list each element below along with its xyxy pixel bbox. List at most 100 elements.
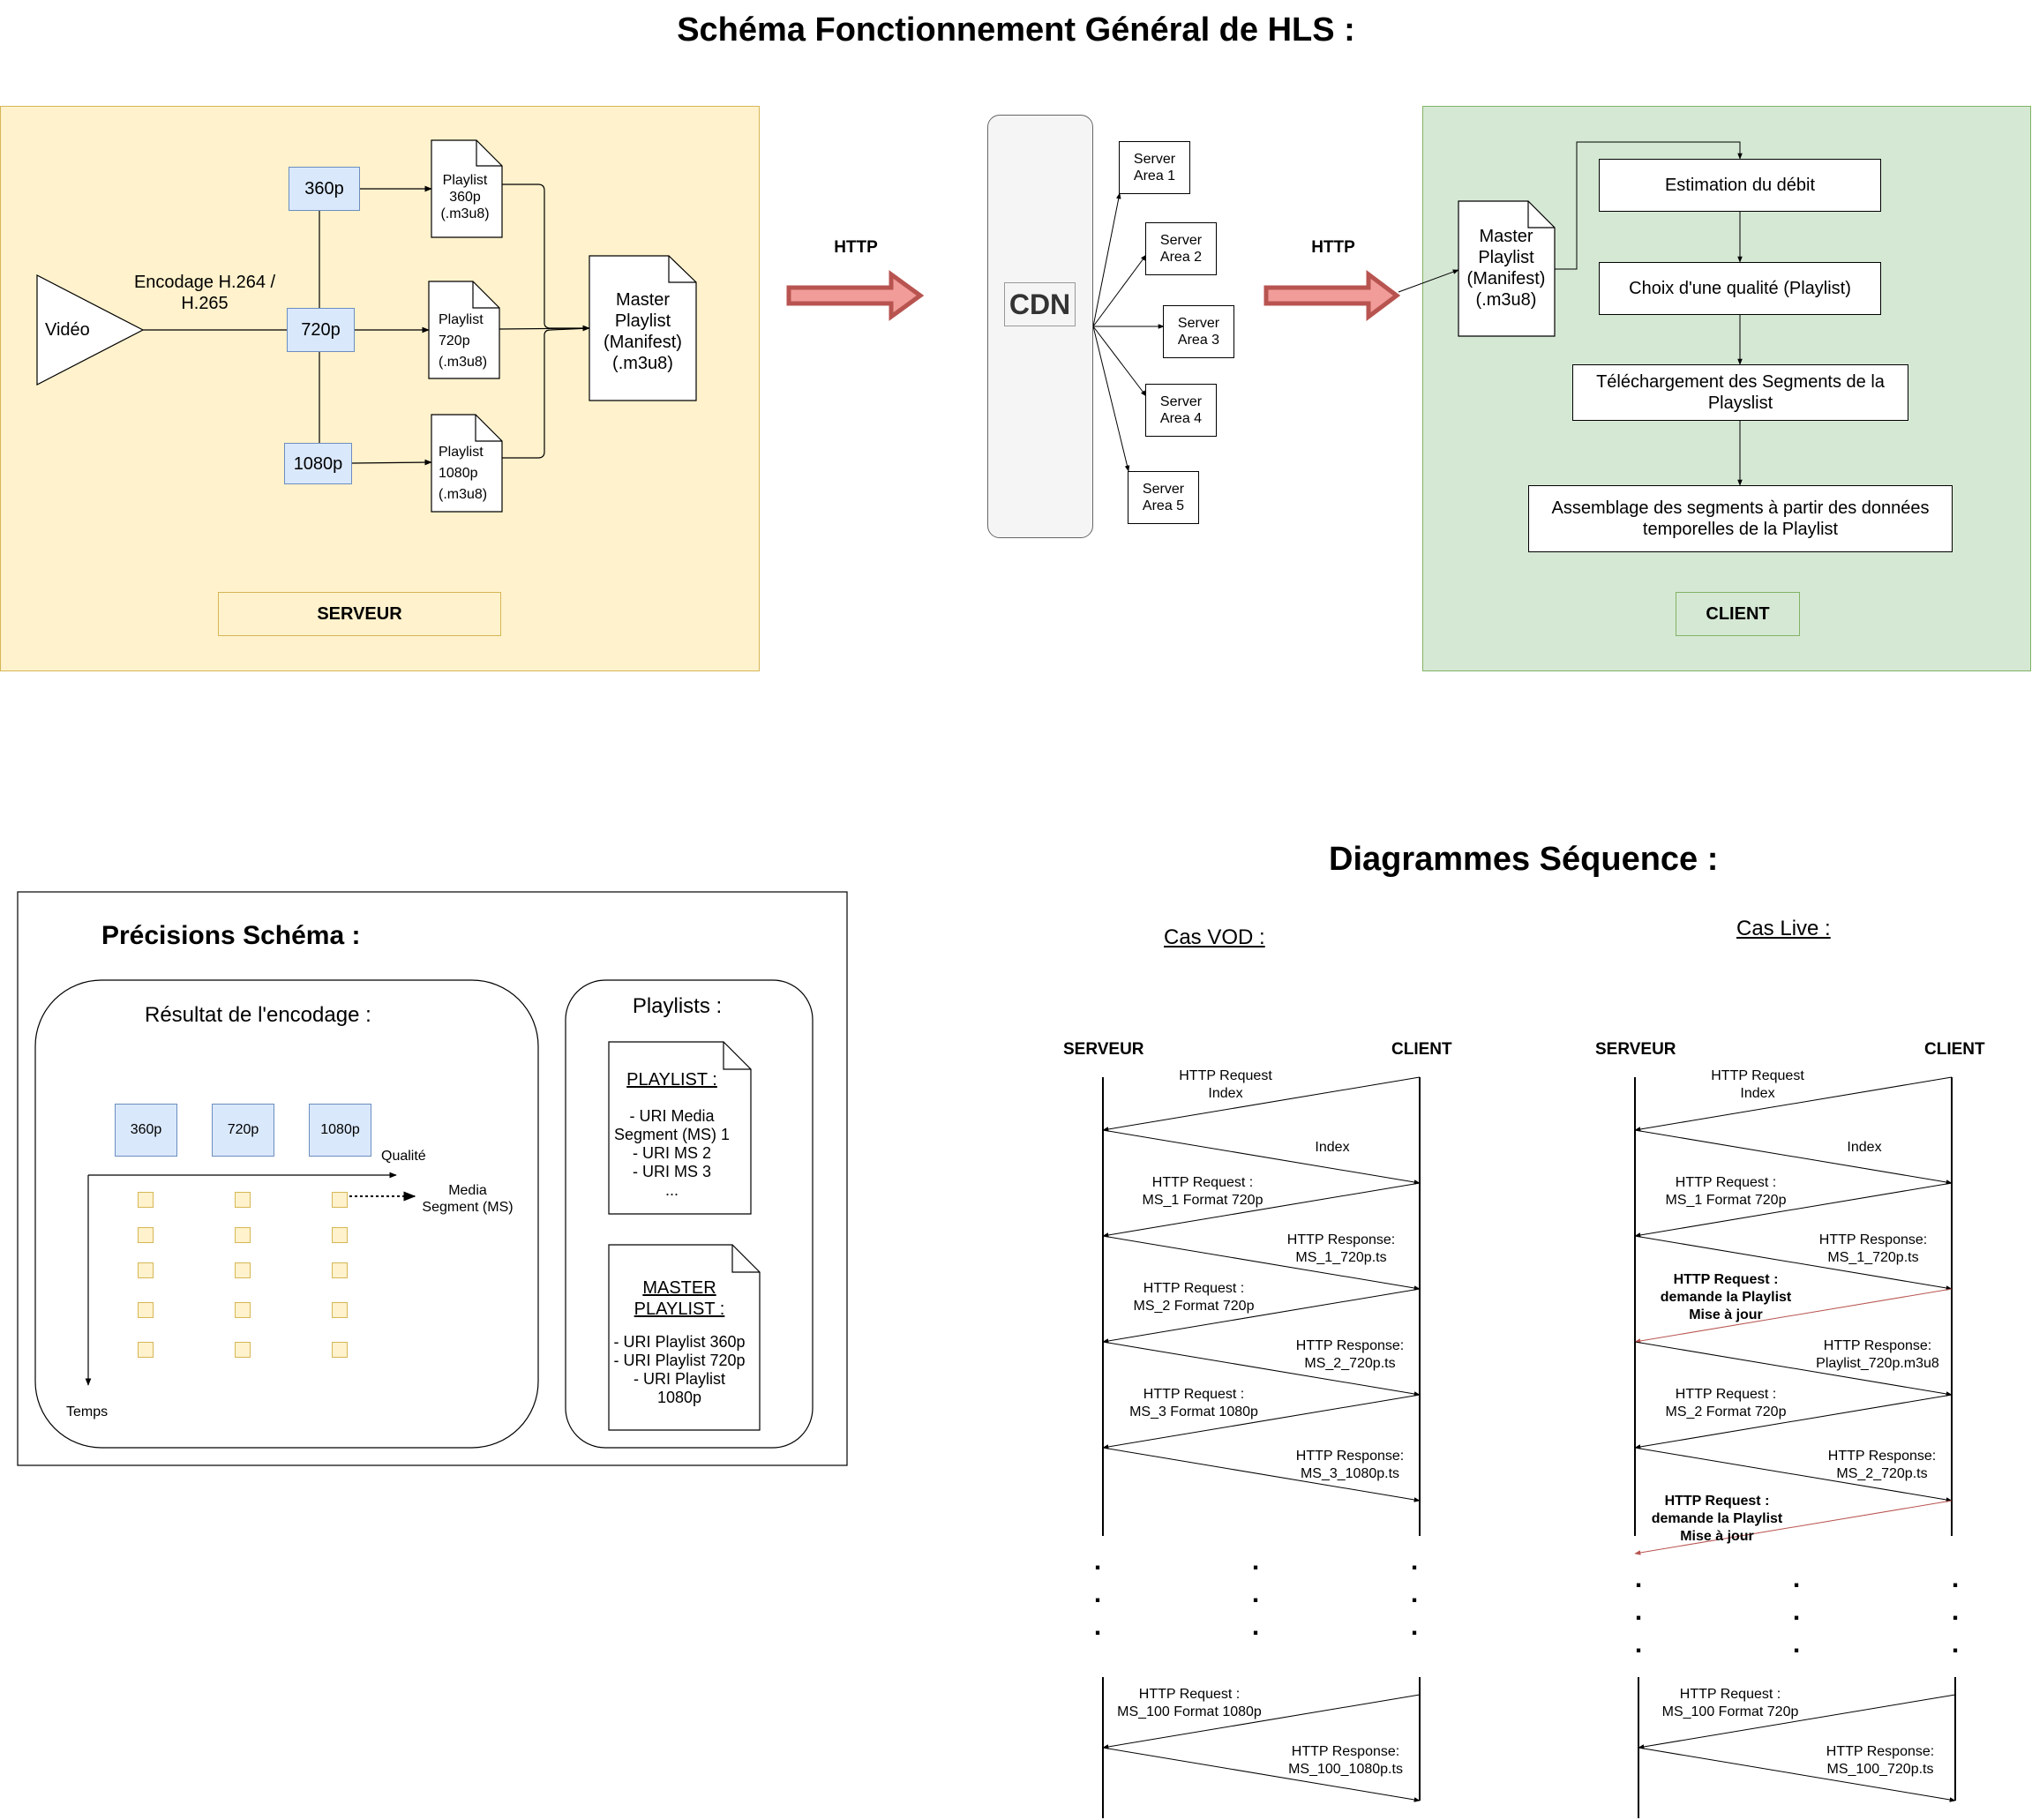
server-area-4: Server Area 4 bbox=[1145, 384, 1217, 437]
encoding-label: Encodage H.264 / H.265 bbox=[133, 273, 276, 313]
master-doc-body: - URI Playlist 360p - URI Playlist 720p … bbox=[613, 1333, 746, 1406]
server-area-5: Server Area 5 bbox=[1128, 471, 1199, 524]
live-msg-9: HTTP Request : demande la Playlist Mise … bbox=[1651, 1494, 1783, 1544]
vod-msg-final-1: HTTP Request : MS_100 Format 1080p bbox=[1117, 1687, 1262, 1719]
master-playlist-label: Master Playlist (Manifest) (.m3u8) bbox=[604, 290, 682, 373]
media-segment-label: Media Segment (MS) bbox=[422, 1183, 514, 1216]
vod-server-label: SERVEUR bbox=[1063, 1040, 1144, 1059]
precision-quality-720p: 720p bbox=[212, 1104, 274, 1157]
vod-subtitle: Cas VOD : bbox=[1164, 925, 1265, 949]
cdn-cylinder bbox=[987, 115, 1093, 538]
live-msg-3: HTTP Request : MS_1 Format 720p bbox=[1665, 1175, 1787, 1208]
precisions-frame bbox=[17, 891, 848, 1466]
client-step-segment-download: Téléchargement des Segments de la Playsl… bbox=[1572, 364, 1908, 421]
live-ellipsis-server: . . . bbox=[1634, 1564, 1643, 1659]
live-msg-1: HTTP Request Index bbox=[1711, 1068, 1804, 1101]
live-msg-2: Index bbox=[1847, 1140, 1882, 1155]
client-step-bitrate-estimation: Estimation du débit bbox=[1599, 159, 1881, 212]
quality-1080p: 1080p bbox=[284, 443, 352, 484]
cdn-label: CDN bbox=[1004, 282, 1076, 326]
vod-msg-8: HTTP Response: MS_3_1080p.ts bbox=[1295, 1449, 1405, 1481]
vod-msg-5: HTTP Request : MS_2 Format 720p bbox=[1133, 1281, 1255, 1314]
playlist-360-doc bbox=[431, 139, 503, 238]
quality-360p: 360p bbox=[289, 167, 360, 211]
vod-msg-4: HTTP Response: MS_1_720p.ts bbox=[1286, 1232, 1396, 1265]
live-msg-final-2: HTTP Response: MS_100_720p.ts bbox=[1826, 1744, 1935, 1777]
vod-client-label: CLIENT bbox=[1391, 1040, 1452, 1059]
server-area-1: Server Area 1 bbox=[1119, 141, 1190, 194]
sequence-title: Diagrammes Séquence : bbox=[1329, 841, 1719, 878]
playlists-title: Playlists : bbox=[632, 994, 723, 1018]
media-segment bbox=[332, 1302, 348, 1318]
vod-ellipsis-middle: . . . bbox=[1251, 1547, 1260, 1641]
vod-msg-2: Index bbox=[1315, 1140, 1350, 1155]
media-segment bbox=[332, 1227, 348, 1243]
playlist-doc-title: PLAYLIST : bbox=[626, 1070, 717, 1090]
vod-sequence-lines bbox=[1102, 1076, 1421, 1818]
master-doc-title: MASTER PLAYLIST : bbox=[634, 1278, 725, 1319]
playlists-frame bbox=[565, 979, 814, 1449]
http-label-2: HTTP bbox=[1311, 238, 1355, 257]
server-label: SERVEUR bbox=[218, 592, 501, 636]
media-segment bbox=[235, 1192, 251, 1208]
quality-axis-label: Qualité bbox=[381, 1149, 426, 1164]
video-triangle bbox=[36, 274, 145, 386]
master-doc bbox=[608, 1244, 761, 1431]
time-axis-label: Temps bbox=[66, 1404, 109, 1419]
media-segment bbox=[235, 1342, 251, 1358]
playlist-720-doc bbox=[428, 281, 500, 379]
client-label: CLIENT bbox=[1676, 592, 1800, 636]
media-segment bbox=[138, 1192, 154, 1208]
client-step-quality-choice: Choix d'une qualité (Playlist) bbox=[1599, 262, 1881, 315]
vod-ellipsis-client: . . . bbox=[1410, 1547, 1419, 1641]
live-ellipsis-middle: . . . bbox=[1792, 1564, 1801, 1659]
media-segment bbox=[138, 1342, 154, 1358]
live-client-label: CLIENT bbox=[1924, 1040, 1985, 1059]
media-segment bbox=[138, 1262, 154, 1278]
playlist-360-label: Playlist 360p (.m3u8) bbox=[440, 173, 490, 222]
client-master-playlist-doc bbox=[1458, 200, 1556, 337]
vod-ellipsis-server: . . . bbox=[1093, 1547, 1102, 1641]
live-ellipsis-client: . . . bbox=[1951, 1564, 1960, 1659]
media-segment bbox=[332, 1342, 348, 1358]
live-msg-4: HTTP Response: MS_1_720p.ts bbox=[1818, 1232, 1928, 1265]
media-segment bbox=[138, 1302, 154, 1318]
playlist-doc bbox=[608, 1041, 752, 1215]
vod-msg-1: HTTP Request Index bbox=[1179, 1068, 1272, 1101]
media-segment bbox=[332, 1192, 348, 1208]
precisions-title: Précisions Schéma : bbox=[101, 921, 361, 950]
server-area-3: Server Area 3 bbox=[1163, 305, 1234, 358]
vod-msg-7: HTTP Request : MS_3 Format 1080p bbox=[1129, 1387, 1258, 1419]
live-sequence-lines bbox=[1634, 1076, 1956, 1818]
live-msg-5: HTTP Request : demande la Playlist Mise … bbox=[1660, 1272, 1792, 1322]
encoding-result-title: Résultat de l'encodage : bbox=[145, 1003, 371, 1027]
vod-msg-final-2: HTTP Response: MS_100_1080p.ts bbox=[1288, 1744, 1403, 1777]
media-segment bbox=[235, 1302, 251, 1318]
live-server-label: SERVEUR bbox=[1595, 1040, 1676, 1059]
http-label-1: HTTP bbox=[834, 238, 878, 257]
live-msg-7: HTTP Request : MS_2 Format 720p bbox=[1665, 1387, 1787, 1419]
video-label: Vidéo bbox=[45, 320, 90, 340]
client-master-playlist-label: Master Playlist (Manifest) (.m3u8) bbox=[1466, 227, 1546, 310]
playlist-1080-label: Playlist 1080p (.m3u8) bbox=[439, 445, 488, 502]
vod-msg-3: HTTP Request : MS_1 Format 720p bbox=[1142, 1175, 1263, 1208]
media-segment bbox=[235, 1262, 251, 1278]
media-segment bbox=[332, 1262, 348, 1278]
http-arrow-2 bbox=[1263, 270, 1401, 321]
precision-quality-1080p: 1080p bbox=[309, 1104, 371, 1157]
playlist-720-label: Playlist 720p (.m3u8) bbox=[439, 312, 488, 370]
live-msg-6: HTTP Response: Playlist_720p.m3u8 bbox=[1816, 1338, 1939, 1371]
server-area-2: Server Area 2 bbox=[1145, 222, 1217, 275]
playlist-doc-body: - URI Media Segment (MS) 1 - URI MS 2 - … bbox=[613, 1107, 731, 1199]
encoding-result-frame bbox=[34, 979, 539, 1449]
live-subtitle: Cas Live : bbox=[1736, 917, 1831, 940]
http-arrow-1 bbox=[786, 270, 925, 321]
live-msg-final-1: HTTP Request : MS_100 Format 720p bbox=[1661, 1687, 1799, 1719]
master-playlist-doc bbox=[589, 255, 697, 401]
precision-quality-360p: 360p bbox=[115, 1104, 177, 1157]
playlist-1080-doc bbox=[431, 414, 503, 513]
media-segment bbox=[235, 1227, 251, 1243]
client-step-segment-assembly: Assemblage des segments à partir des don… bbox=[1528, 485, 1953, 552]
live-msg-8: HTTP Response: MS_2_720p.ts bbox=[1827, 1449, 1937, 1481]
